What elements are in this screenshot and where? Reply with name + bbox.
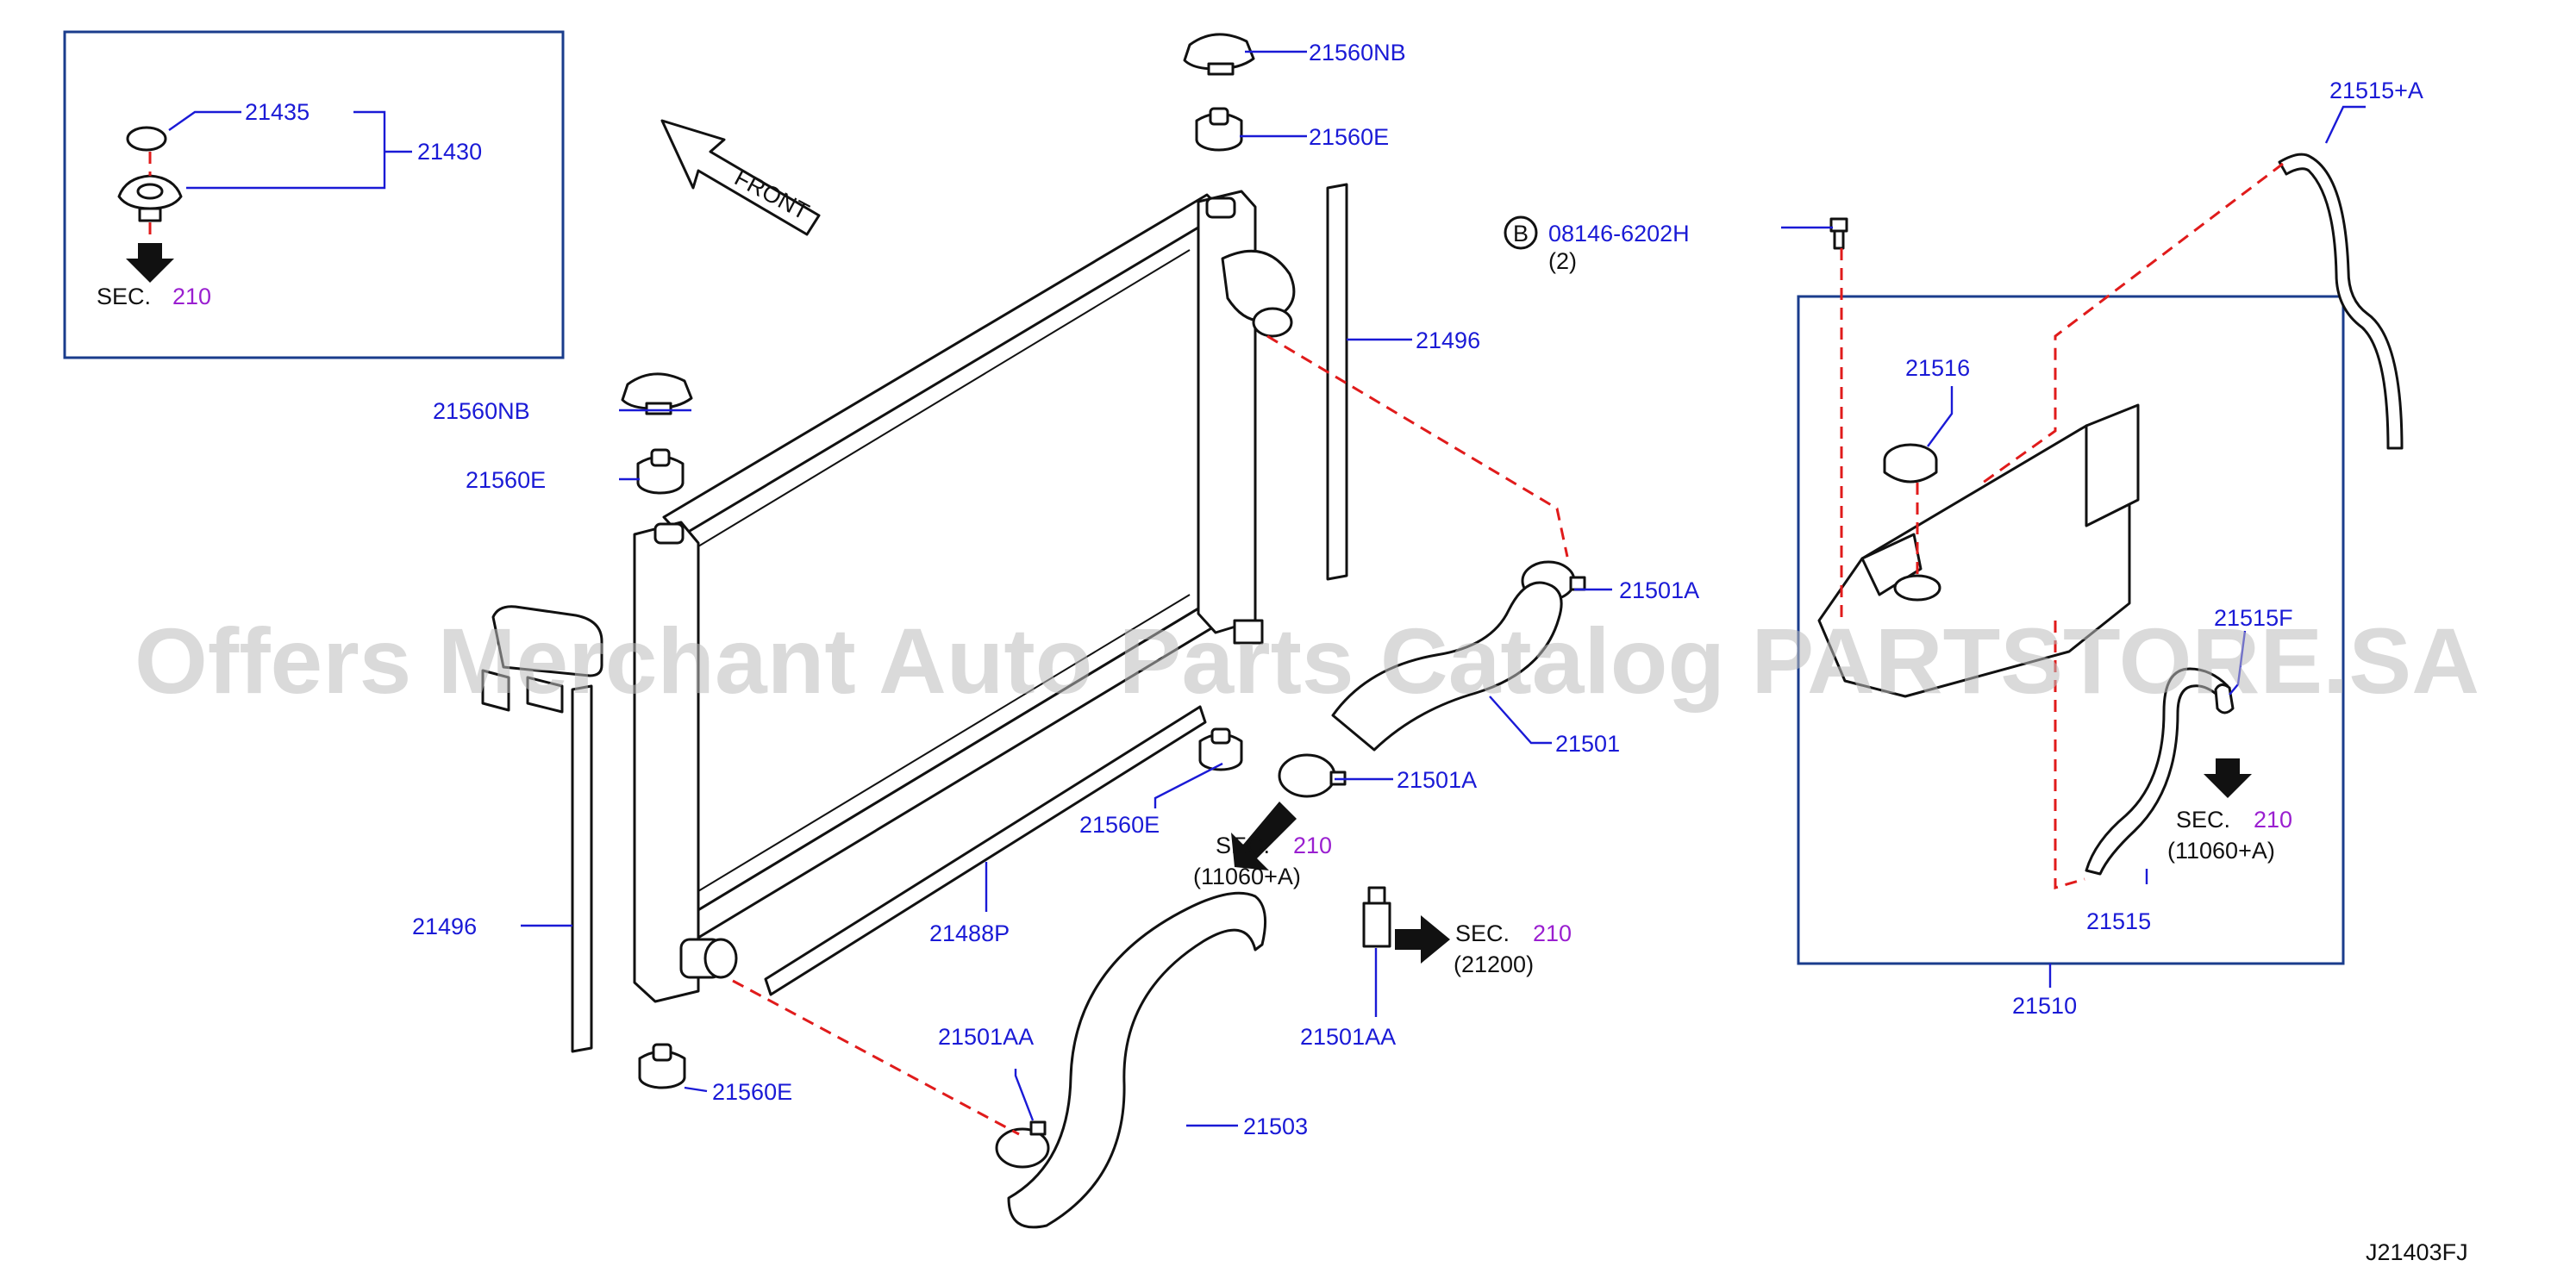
seal-ring-icon [126, 126, 167, 152]
inset-sec-number: 210 [172, 284, 211, 309]
inset-sec-prefix: SEC. [97, 284, 151, 309]
reservoir-cap-icon [1883, 443, 1938, 484]
sec-1-number: 210 [1293, 833, 1332, 858]
sec-2-ref: (21200) [1454, 951, 1534, 977]
clamp-upper-lower-icon [1278, 753, 1347, 798]
hose-reservoir-top-icon [2278, 153, 2404, 450]
mount-bottom-icon [638, 1043, 686, 1089]
arrow-right-icon [1395, 915, 1450, 964]
reservoir-tank-icon [1817, 403, 2140, 698]
label-mount-bottom: 21560E [712, 1079, 792, 1105]
label-bolt-qty: (2) [1548, 248, 1577, 274]
sec-2-number: 210 [1533, 920, 1572, 946]
section-ref-3: SEC. 210 (11060+A) [2167, 807, 2292, 864]
label-clamp-upper-lower: 21501A [1397, 767, 1477, 793]
hose-upper-icon [1331, 581, 1563, 752]
clamp-lower-right-icon [1362, 886, 1391, 948]
hose-lower-icon [1007, 891, 1267, 1229]
mount-top-icon [1195, 107, 1243, 152]
radiator-icon [481, 190, 1296, 1003]
label-mount-center: 21560E [1079, 812, 1160, 838]
cap-top-icon [1183, 33, 1255, 76]
leader-lines [521, 50, 2366, 1127]
bolt-marker: B [1513, 221, 1529, 246]
arrow-down-reservoir-icon [2204, 758, 2252, 798]
front-arrow-icon [660, 119, 821, 236]
cap-left-icon [621, 372, 693, 415]
diagram-code: J21403FJ [2366, 1239, 2468, 1265]
label-seal: 21435 [245, 99, 309, 125]
sec-1-ref: (11060+A) [1193, 864, 1301, 889]
inset-border [63, 30, 565, 359]
front-arrow: FRONT [660, 119, 821, 236]
arrow-down-left-icon [1231, 802, 1297, 870]
label-hose-lower: 21503 [1243, 1114, 1308, 1139]
label-cap-top: 21560NB [1309, 40, 1406, 66]
inset-radiator-cap: 21435 21430 SEC. 210 [63, 30, 565, 359]
mount-center-icon [1198, 727, 1243, 771]
seal-strip-bottom-icon [764, 705, 1207, 996]
label-mount-left: 21560E [466, 467, 546, 493]
label-mount-top: 21560E [1309, 124, 1389, 150]
sec-3-number: 210 [2254, 807, 2292, 833]
label-seal-left: 21496 [412, 914, 477, 939]
label-seal-right: 21496 [1416, 328, 1480, 353]
radiator-cap-icon [117, 174, 183, 222]
label-clamp-upper: 21501A [1619, 577, 1699, 603]
label-bolt-part: 08146-6202H [1548, 221, 1690, 246]
watermark: Offers Merchant Auto Parts Catalog PARTS… [134, 608, 2479, 713]
label-clamp-lower-right: 21501AA [1300, 1024, 1396, 1050]
label-seal-bottom: 21488P [929, 920, 1010, 946]
leader-cap-assembly-bracket [186, 110, 386, 190]
section-ref-2: SEC. 210 (21200) [1454, 920, 1572, 977]
sec-1-prefix: SEC. [1216, 833, 1270, 858]
section-ref-1: SEC. 210 (11060+A) [1193, 833, 1332, 889]
label-cap-reservoir: 21516 [1905, 355, 1970, 381]
bolt-icon [1829, 217, 1848, 250]
sec-3-prefix: SEC. [2176, 807, 2230, 833]
label-hose-reservoir: 21515 [2086, 908, 2151, 934]
label-reservoir-assembly: 21510 [2012, 993, 2077, 1019]
label-clamp-lower-left: 21501AA [938, 1024, 1034, 1050]
arrow-down-icon [126, 243, 174, 283]
seal-strip-left-icon [571, 684, 593, 1053]
sec-2-prefix: SEC. [1455, 920, 1510, 946]
hose-reservoir-f-clip-icon [2214, 683, 2235, 714]
label-hose-upper: 21501 [1555, 731, 1620, 757]
label-hose-reservoir-top: 21515+A [2329, 78, 2423, 103]
reservoir-inset-border [1797, 295, 2345, 965]
sec-3-ref: (11060+A) [2167, 838, 2275, 864]
label-cap-assembly: 21430 [417, 139, 482, 165]
leader-seal [168, 110, 241, 131]
bolt-marker-circle [1504, 215, 1538, 250]
clamp-lower-left-icon [995, 1120, 1050, 1169]
label-cap-left: 21560NB [433, 398, 530, 424]
seal-strip-right-icon [1326, 183, 1348, 581]
mount-left-icon [636, 448, 685, 495]
label-hose-reservoir-f: 21515F [2214, 605, 2293, 631]
